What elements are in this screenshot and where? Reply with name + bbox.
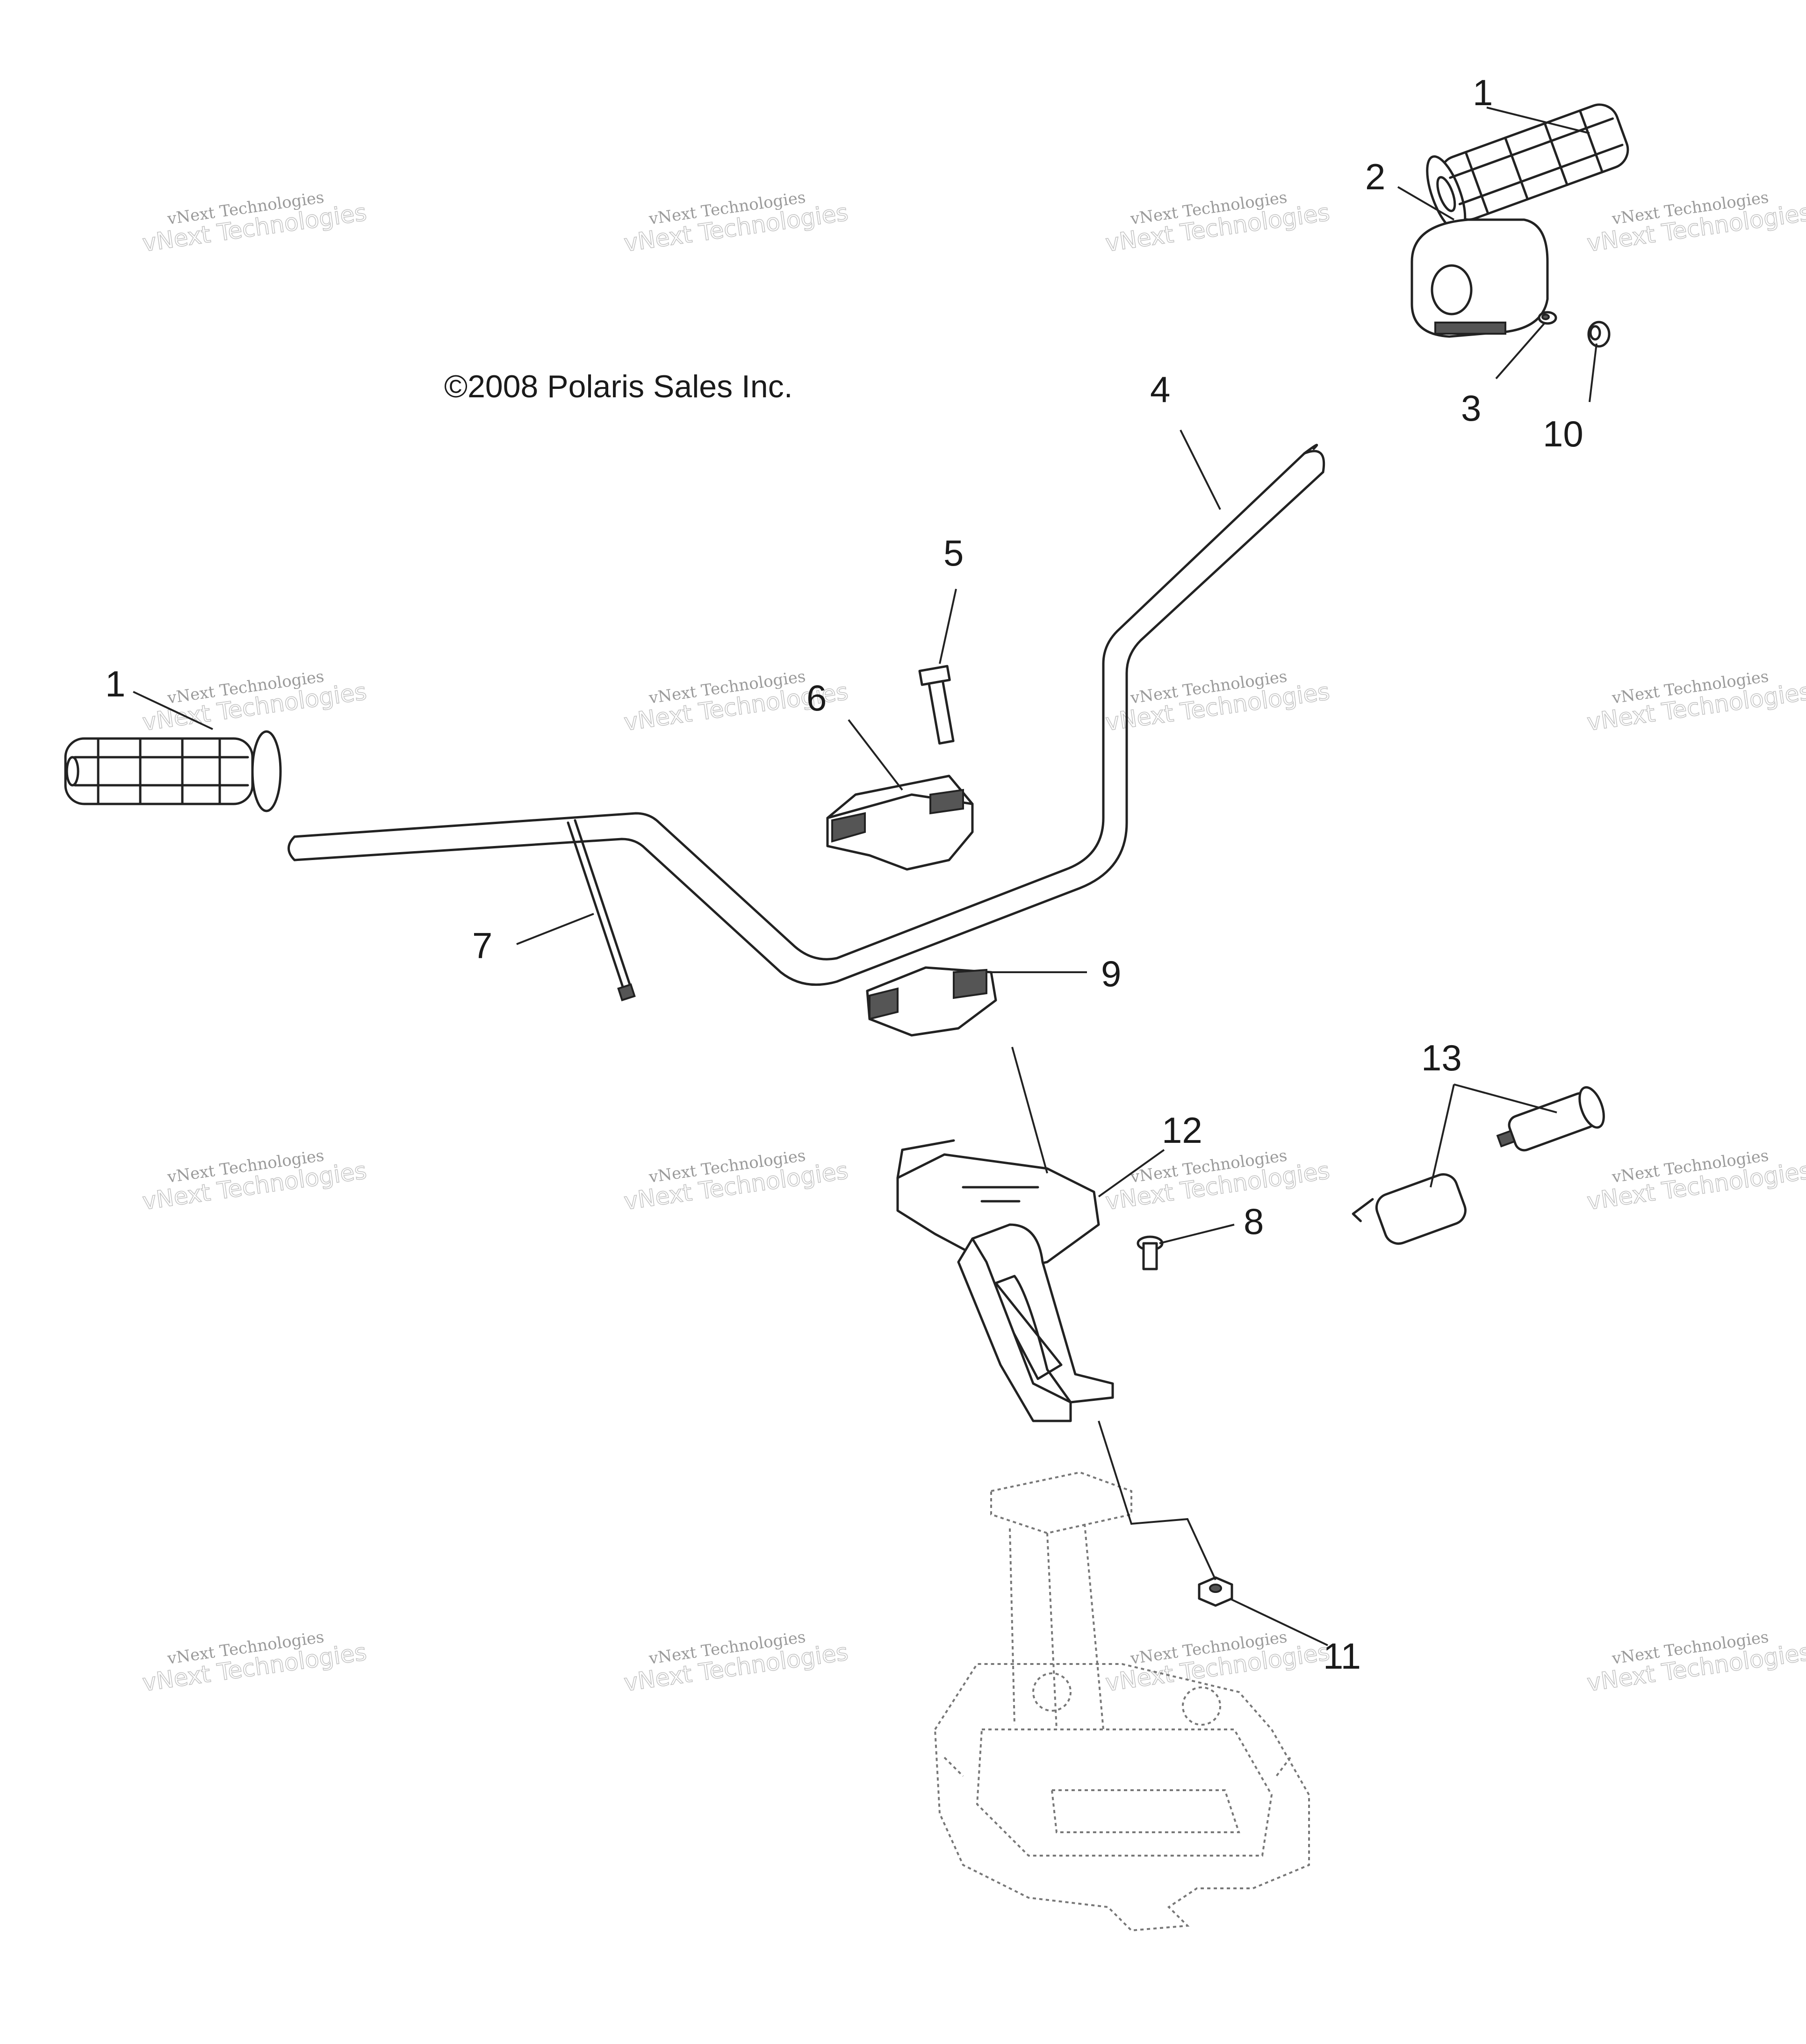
watermark: vNext Technologies vNext Technologies bbox=[140, 1146, 368, 1215]
leader-6 bbox=[848, 719, 903, 791]
callout-4: 4 bbox=[1150, 369, 1170, 410]
callout-8: 8 bbox=[1244, 1201, 1264, 1242]
part-handlebar bbox=[288, 444, 1325, 986]
watermark: vNext Technologies vNext Technologies bbox=[140, 1628, 368, 1697]
leader-7 bbox=[516, 913, 594, 945]
callout-13: 13 bbox=[1421, 1037, 1462, 1078]
part-upper-clamp bbox=[826, 775, 974, 871]
copyright-notice: ©2008 Polaris Sales Inc. bbox=[444, 369, 793, 404]
leader-12-upper bbox=[1011, 1047, 1048, 1174]
watermark: vNext Technologies vNext Technologies bbox=[1103, 188, 1331, 257]
leader-lines bbox=[133, 107, 1597, 1646]
watermark: vNext Technologies vNext Technologies bbox=[140, 667, 368, 736]
callout-10: 10 bbox=[1543, 413, 1583, 454]
leader-13 bbox=[1430, 1083, 1557, 1188]
watermark-grid: vNext Technologies vNext Technologies vN… bbox=[140, 188, 1806, 1697]
leader-12 bbox=[1098, 1149, 1165, 1198]
leader-4 bbox=[1180, 430, 1221, 510]
leader-5 bbox=[939, 588, 957, 664]
part-grip-right bbox=[1426, 103, 1629, 233]
part-bracket-12 bbox=[896, 1139, 1114, 1422]
callout-1-left: 1 bbox=[105, 663, 125, 704]
part-bolt-8 bbox=[1137, 1235, 1164, 1270]
leader-1-left bbox=[133, 691, 213, 730]
watermark: vNext Technologies vNext Technologies bbox=[1103, 667, 1331, 736]
leader-2 bbox=[1397, 186, 1455, 221]
watermark: vNext Technologies vNext Technologies bbox=[1585, 1146, 1806, 1215]
part-bolt-5 bbox=[918, 665, 955, 745]
part-accessory-13 bbox=[1352, 1086, 1605, 1245]
leader-8 bbox=[1159, 1224, 1235, 1244]
watermark: vNext Technologies vNext Technologies bbox=[622, 1628, 850, 1697]
leader-11 bbox=[1229, 1598, 1328, 1646]
watermark: vNext Technologies vNext Technologies bbox=[1585, 188, 1806, 257]
callout-11: 11 bbox=[1323, 1635, 1361, 1677]
leader-1-right bbox=[1486, 107, 1590, 134]
callouts: 1 2 3 10 4 5 6 1 7 9 12 8 13 11 bbox=[105, 72, 1583, 1677]
watermark: vNext Technologies vNext Technologies bbox=[1103, 1628, 1331, 1697]
callout-3: 3 bbox=[1461, 387, 1481, 429]
part-lower-clamp bbox=[866, 966, 997, 1037]
callout-1-right: 1 bbox=[1473, 72, 1493, 113]
callout-2: 2 bbox=[1365, 156, 1385, 197]
leader-stud bbox=[1098, 1420, 1216, 1580]
leader-10 bbox=[1589, 343, 1597, 402]
callout-6: 6 bbox=[806, 677, 827, 718]
part-nut-11 bbox=[1198, 1576, 1233, 1607]
callout-5: 5 bbox=[943, 532, 964, 574]
watermark: vNext Technologies vNext Technologies bbox=[1103, 1146, 1331, 1215]
part-grip-left bbox=[64, 730, 282, 812]
part-screw-3 bbox=[1538, 311, 1557, 325]
part-cap-10 bbox=[1587, 321, 1611, 348]
watermark: vNext Technologies vNext Technologies bbox=[1585, 1628, 1806, 1697]
steering-frame-ghost bbox=[934, 1471, 1310, 1932]
watermark: vNext Technologies vNext Technologies bbox=[622, 188, 850, 257]
watermark: vNext Technologies vNext Technologies bbox=[140, 188, 368, 257]
callout-12: 12 bbox=[1162, 1110, 1202, 1151]
watermark: vNext Technologies vNext Technologies bbox=[622, 1146, 850, 1215]
part-throttle-housing bbox=[1410, 218, 1549, 338]
watermark: vNext Technologies vNext Technologies bbox=[1585, 667, 1806, 736]
part-long-bolt-7 bbox=[567, 819, 636, 1002]
callout-9: 9 bbox=[1101, 953, 1121, 994]
callout-7: 7 bbox=[472, 925, 492, 966]
leader-3 bbox=[1495, 322, 1546, 380]
